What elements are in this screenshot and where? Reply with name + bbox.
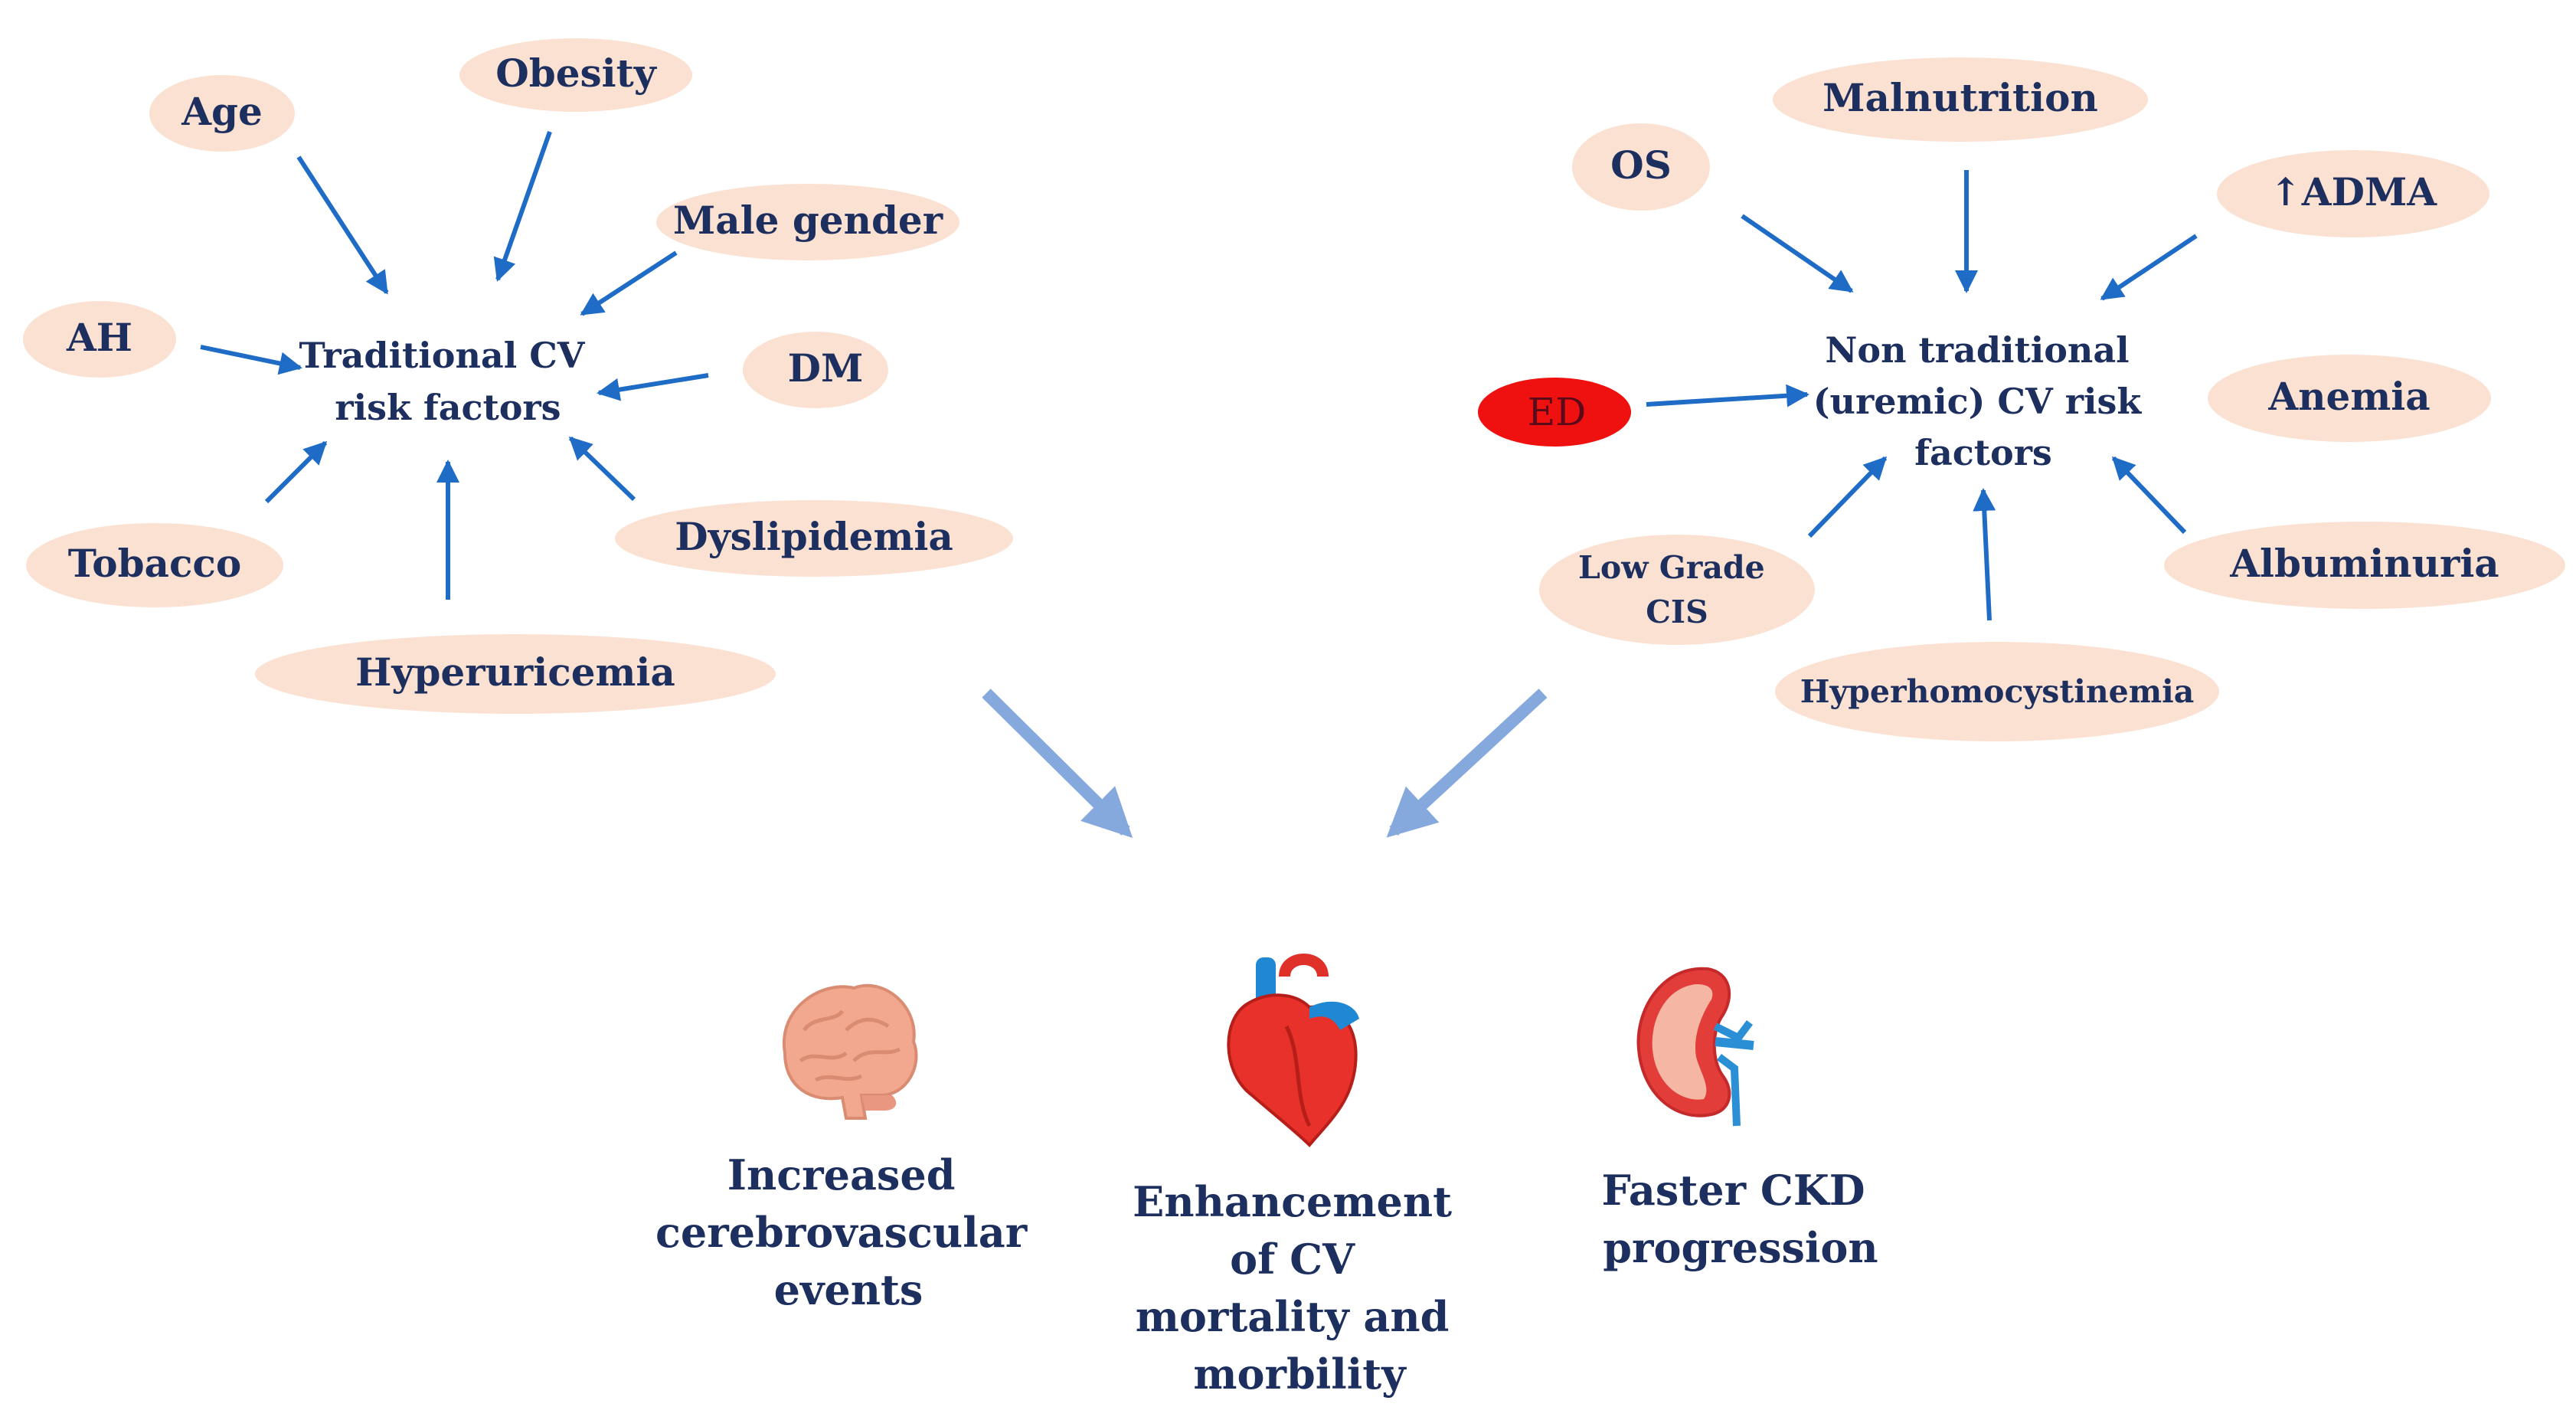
kidney-icon: [1636, 967, 1754, 1127]
svg-text:Hyperhomocystinemia: Hyperhomocystinemia: [1800, 673, 2195, 710]
factor-albuminuria: Albuminuria: [2164, 522, 2565, 609]
arrow-albuminuria: [2111, 456, 2187, 535]
svg-text:Age: Age: [181, 89, 263, 134]
svg-text:↑ADMA: ↑ADMA: [2270, 169, 2437, 214]
factor-adma: ↑ADMA: [2217, 150, 2489, 237]
arrow-male-gender: [580, 250, 678, 316]
factor-malnutrition: Malnutrition: [1773, 57, 2148, 142]
svg-text:Hyperuricemia: Hyperuricemia: [355, 649, 675, 695]
svg-text:DM: DM: [788, 345, 864, 391]
factor-low-grade-cis: Low Grade CIS: [1539, 535, 1815, 645]
factor-dm: DM: [743, 332, 888, 408]
arrow-obesity: [493, 131, 552, 282]
svg-text:Dyslipidemia: Dyslipidemia: [675, 514, 953, 559]
brain-icon: [782, 983, 918, 1120]
traditional-arrows: [200, 131, 709, 600]
factor-anemia: Anemia: [2208, 355, 2491, 442]
factor-os: OS: [1572, 123, 1710, 211]
arrow-os: [1741, 214, 1854, 293]
factor-age: Age: [149, 75, 295, 152]
non-traditional-arrows: [1646, 170, 2198, 621]
arrow-low-grade-cis: [1807, 456, 1888, 538]
svg-text:Anemia: Anemia: [2267, 374, 2430, 419]
svg-text:Tobacco: Tobacco: [68, 541, 241, 586]
right-convergence-arrow: [1386, 689, 1548, 838]
arrow-age: [296, 155, 389, 295]
svg-text:Low Grade CIS: Low Grade CIS: [1578, 549, 1776, 630]
arrow-dm: [597, 373, 709, 401]
factor-ed: ED: [1478, 378, 1631, 447]
arrow-dyslipidemia: [568, 436, 636, 502]
svg-text:Enhancement of CV: Enhancement of CV mortality and morbilit…: [1133, 1177, 1466, 1399]
heart-icon: [1227, 954, 1359, 1147]
arrow-tobacco: [264, 440, 328, 504]
outcome-heart: Enhancement of CV mortality and morbilit…: [1133, 954, 1466, 1399]
factor-dyslipidemia: Dyslipidemia: [615, 500, 1013, 577]
factor-hyperuricemia: Hyperuricemia: [255, 634, 776, 714]
factor-ah: AH: [23, 301, 176, 378]
arrow-hyperhomocystinemia: [1973, 488, 1996, 621]
non-traditional-center-label: Non traditional (uremic) CV risk factors: [1813, 329, 2153, 473]
factor-obesity: Obesity: [459, 38, 692, 112]
factor-hyperhomocystinemia: Hyperhomocystinemia: [1775, 642, 2219, 741]
outcome-brain: Increased cerebrovascular events: [655, 983, 1041, 1314]
svg-text:Faster CKD progression: Faster CKD progression: [1602, 1166, 1880, 1272]
svg-text:Albuminuria: Albuminuria: [2229, 541, 2499, 586]
arrow-ed: [1646, 384, 1809, 407]
arrow-ah: [200, 345, 302, 375]
svg-text:Increased cerebrovascula: Increased cerebrovascular events: [655, 1150, 1041, 1314]
factor-male-gender: Male gender: [656, 184, 959, 260]
traditional-center-label: Traditional CV risk factors: [299, 335, 597, 428]
svg-text:OS: OS: [1610, 142, 1672, 188]
svg-text:Obesity: Obesity: [495, 51, 658, 96]
outcome-kidney: Faster CKD progression: [1602, 967, 1880, 1272]
traditional-risk-factors: Traditional CV risk factors Age Obesity …: [23, 38, 1013, 714]
convergence-arrows: [982, 689, 1548, 839]
arrow-adma: [2100, 234, 2198, 301]
non-traditional-risk-factors: Non traditional (uremic) CV risk factors…: [1478, 57, 2565, 741]
svg-text:AH: AH: [66, 315, 132, 360]
svg-text:ED: ED: [1528, 390, 1587, 434]
left-convergence-arrow: [982, 689, 1133, 839]
factor-tobacco: Tobacco: [26, 523, 283, 607]
svg-text:Male gender: Male gender: [673, 198, 943, 243]
svg-text:Malnutrition: Malnutrition: [1822, 75, 2098, 120]
